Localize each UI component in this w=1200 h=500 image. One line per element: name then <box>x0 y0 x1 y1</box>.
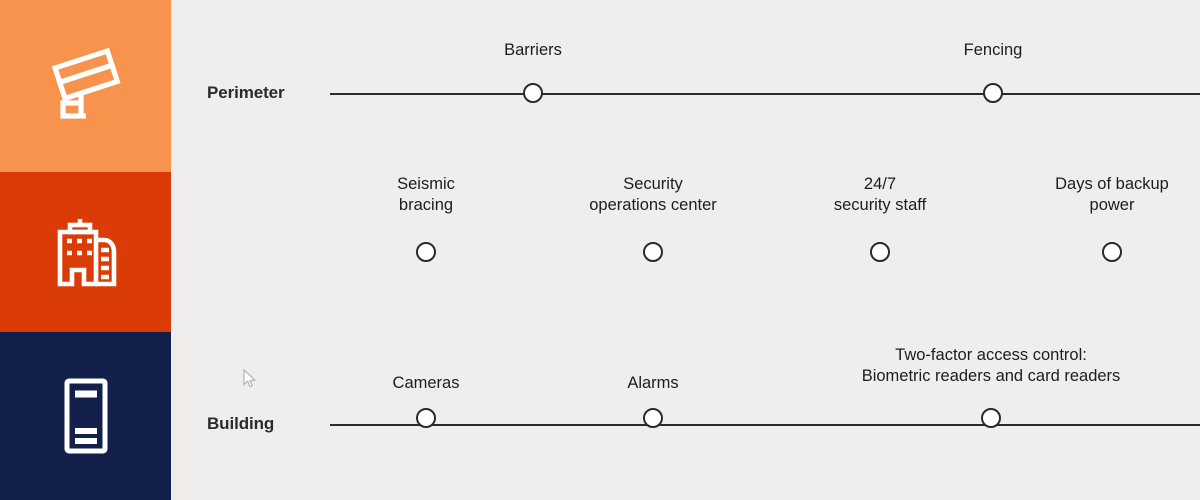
timeline-node-label: Alarms <box>627 374 679 392</box>
mouse-cursor <box>243 368 257 389</box>
timeline-node[interactable] <box>1102 242 1122 262</box>
building-icon <box>46 212 126 292</box>
timeline-row-perimeter: Perimeter Barriers Fencing <box>171 0 1200 172</box>
row-label-building: Building <box>207 414 275 433</box>
security-camera-icon <box>43 43 129 129</box>
timeline-node-label: Seismic bracing <box>397 175 455 214</box>
timeline-node-label: Two-factor access control: Biometric rea… <box>861 346 1121 385</box>
timeline-node-label: Barriers <box>504 41 562 59</box>
timeline-node[interactable] <box>416 242 436 262</box>
timeline-node-label: Cameras <box>392 374 460 392</box>
icon-rail <box>0 0 171 500</box>
timeline-node[interactable] <box>870 242 890 262</box>
timeline-axis-building <box>330 424 1200 426</box>
timeline-node[interactable] <box>981 408 1001 428</box>
rail-cell-perimeter <box>0 0 171 172</box>
rail-cell-computer-room <box>0 332 171 500</box>
timeline-node-label: Days of backup power <box>1055 175 1169 214</box>
timeline-node[interactable] <box>523 83 543 103</box>
row-label-perimeter: Perimeter <box>207 83 285 102</box>
timeline-row-computer-room: Computer room Cameras Alarms Two-factor … <box>171 332 1200 500</box>
timeline-node-label: Security operations center <box>589 175 717 214</box>
timeline-node[interactable] <box>643 242 663 262</box>
timeline-row-building: Building Seismic bracing Security operat… <box>171 172 1200 433</box>
server-tower-icon <box>48 373 124 459</box>
rail-cell-building <box>0 172 171 332</box>
timeline-node[interactable] <box>983 83 1003 103</box>
timeline-node[interactable] <box>643 408 663 428</box>
timeline-node[interactable] <box>416 408 436 428</box>
timeline-node-label: 24/7 security staff <box>833 175 927 214</box>
timeline-axis-perimeter <box>330 93 1200 95</box>
timeline-node-label: Fencing <box>963 41 1023 59</box>
